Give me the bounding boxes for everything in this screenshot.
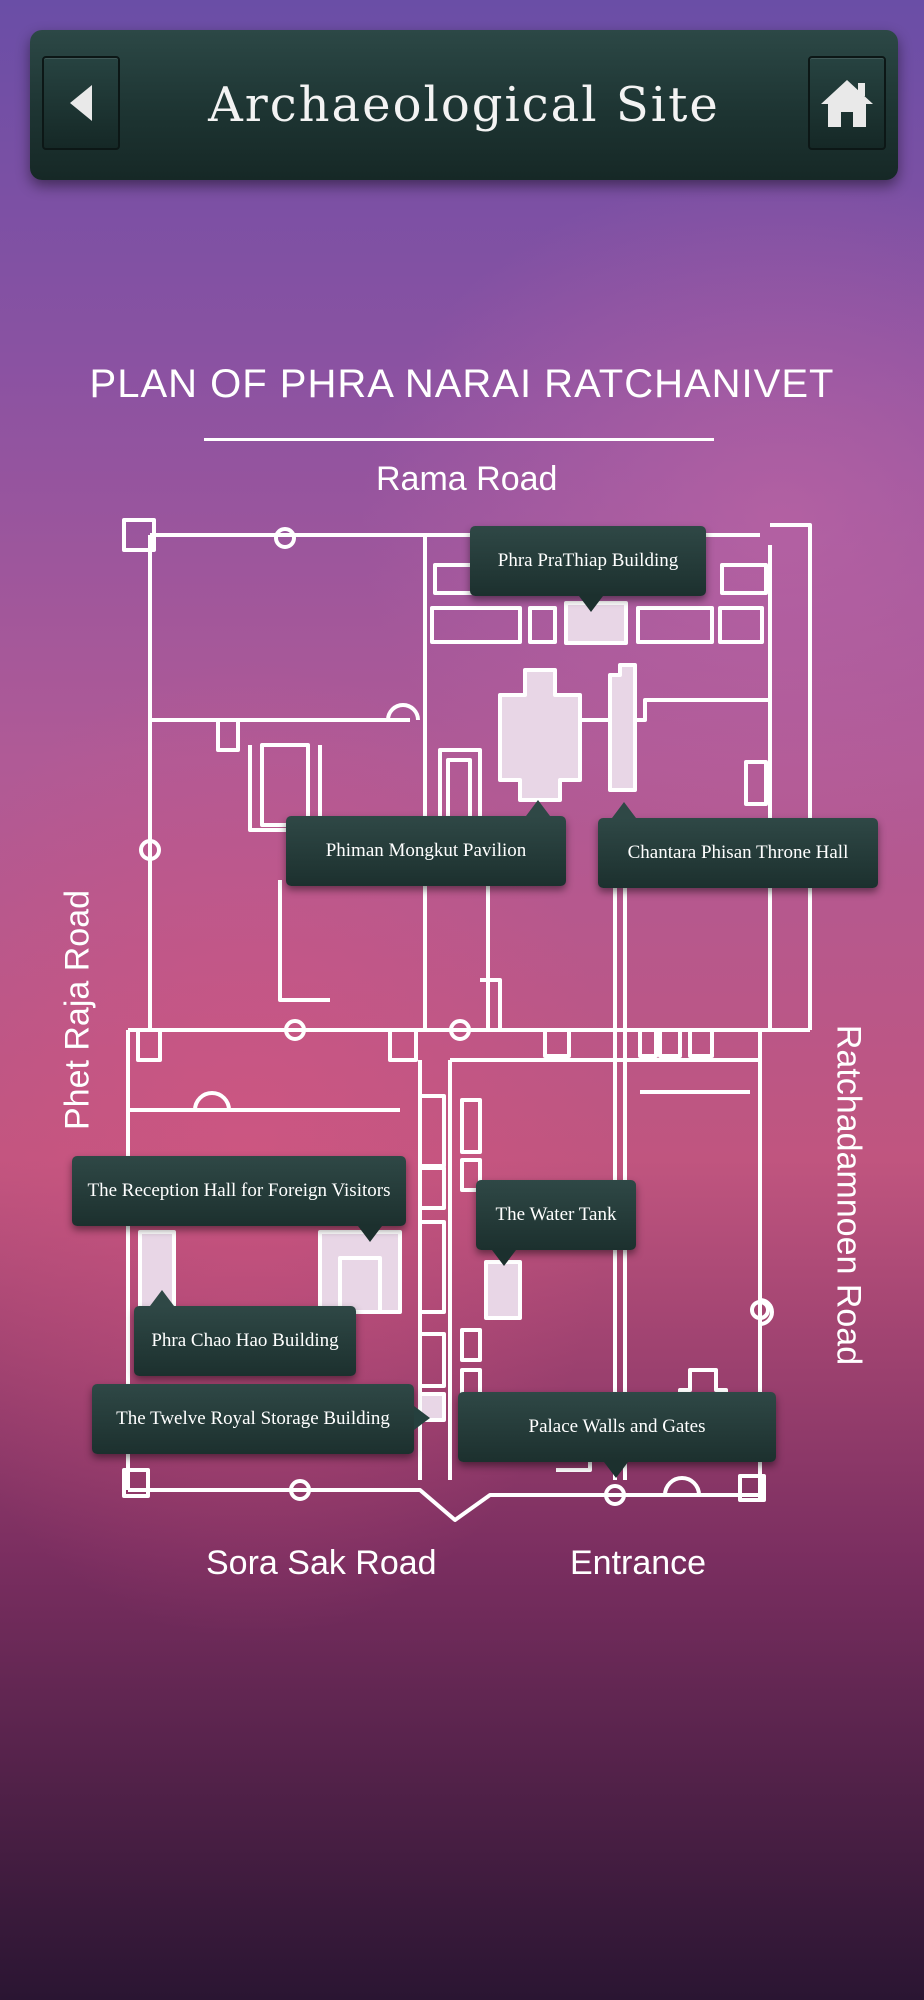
reception-hall-plan bbox=[318, 1230, 402, 1314]
corner-tower bbox=[122, 518, 156, 552]
callout-water-tank[interactable]: The Water Tank bbox=[476, 1180, 636, 1266]
home-icon bbox=[821, 80, 873, 127]
callout-phiman-mongkut-pavilion[interactable]: Phiman Mongkut Pavilion bbox=[286, 800, 566, 886]
callout-phra-prathiap-building[interactable]: Phra PraThiap Building bbox=[470, 526, 706, 612]
gate bbox=[750, 1300, 770, 1320]
road-label-sora-sak: Sora Sak Road bbox=[206, 1544, 437, 1582]
gate bbox=[604, 1484, 626, 1506]
corner-tower bbox=[738, 1474, 766, 1502]
callout-chantara-phisan-throne-hall[interactable]: Chantara Phisan Throne Hall bbox=[598, 802, 878, 888]
corner-tower bbox=[136, 1028, 162, 1062]
phiman-mongkut-pavilion-plan bbox=[498, 668, 582, 802]
corner-tower bbox=[770, 523, 812, 545]
callout-twelve-royal-storage-building[interactable]: The Twelve Royal Storage Building bbox=[92, 1384, 430, 1454]
gate bbox=[274, 527, 296, 549]
road-label-entrance: Entrance bbox=[570, 1544, 707, 1582]
back-arrow-icon bbox=[70, 85, 92, 121]
back-button[interactable] bbox=[42, 56, 120, 150]
callout-palace-walls-and-gates[interactable]: Palace Walls and Gates bbox=[458, 1392, 776, 1478]
water-tank-plan bbox=[484, 1260, 522, 1320]
callout-reception-hall-foreign-visitors[interactable]: The Reception Hall for Foreign Visitors bbox=[72, 1156, 406, 1242]
header-bar: Archaeological Site bbox=[30, 30, 898, 180]
title-divider bbox=[204, 438, 714, 441]
gate bbox=[139, 839, 161, 861]
gate bbox=[449, 1019, 471, 1041]
callout-phra-chao-hao-building[interactable]: Phra Chao Hao Building bbox=[134, 1290, 356, 1376]
chantara-phisan-plan bbox=[608, 663, 637, 792]
corner-tower bbox=[122, 1468, 150, 1498]
road-label-rama: Rama Road bbox=[376, 460, 558, 498]
gate bbox=[284, 1019, 306, 1041]
plan-title: PLAN OF PHRA NARAI RATCHANIVET bbox=[89, 362, 835, 406]
gate bbox=[289, 1479, 311, 1501]
page-title: Archaeological Site bbox=[208, 77, 720, 133]
outer-wall bbox=[128, 1488, 760, 1522]
home-button[interactable] bbox=[808, 56, 886, 150]
